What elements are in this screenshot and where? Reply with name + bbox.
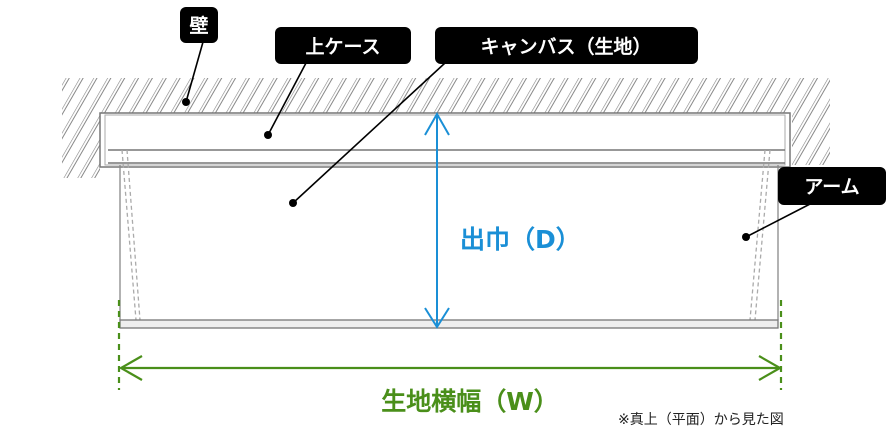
- label-canvas: キャンバス（生地）: [435, 27, 698, 64]
- view-note: ※真上（平面）から見た図: [618, 412, 784, 428]
- label-upper-case-text: 上ケース: [305, 36, 380, 58]
- front-bar: [119, 319, 779, 329]
- label-arm: アーム: [778, 167, 886, 205]
- label-wall: 壁: [180, 7, 218, 43]
- left-arm: [121, 149, 141, 321]
- label-upper-case: 上ケース: [275, 27, 411, 64]
- label-arm-text: アーム: [804, 176, 859, 198]
- upper-case: [99, 112, 791, 168]
- leader-lines: [185, 41, 813, 238]
- width-label: 生地横幅（W）: [381, 387, 559, 416]
- label-canvas-text: キャンバス（生地）: [480, 35, 651, 58]
- wall-hatch: [62, 78, 830, 178]
- depth-label: 出巾（D）: [460, 225, 581, 254]
- label-wall-text: 壁: [189, 14, 208, 37]
- width-arrow: [117, 300, 783, 390]
- canvas-fabric: [119, 149, 779, 321]
- depth-arrow: [424, 111, 450, 329]
- leader-dots: [182, 98, 750, 241]
- right-arm: [749, 149, 771, 321]
